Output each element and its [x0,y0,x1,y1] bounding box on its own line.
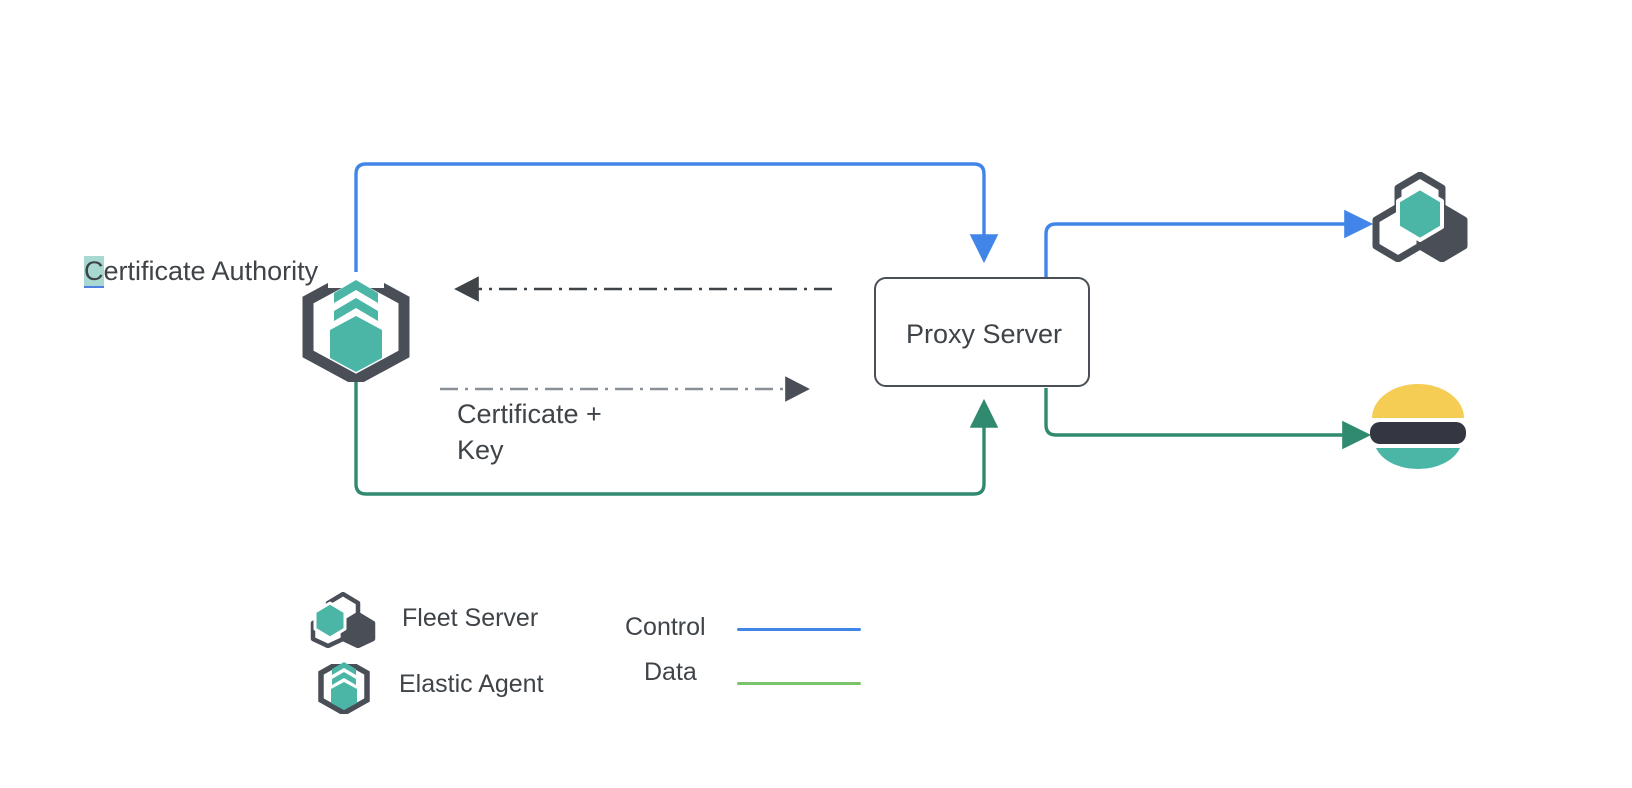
certificate-authority-label-rest: ertificate Authority [103,256,319,286]
elastic-agent-icon [300,266,412,387]
edge-data-proxy-to-elasticsearch [1044,388,1372,450]
legend-fleet-server-icon [308,591,378,649]
legend-control-line [737,628,861,631]
legend-fleet-server-label: Fleet Server [402,604,539,632]
proxy-server-label: Proxy Server [905,318,1063,349]
legend-elastic-agent-icon [316,655,372,717]
certificate-authority-label: Certificate Authority [84,253,318,289]
legend-data-label: Data [644,658,697,686]
legend-control-label: Control [625,613,706,641]
legend-data-line [737,682,861,685]
edge-control-proxy-to-fleet [1044,209,1374,277]
elasticsearch-icon [1366,384,1470,476]
certificate-key-label: Certificate + Key [457,399,602,465]
legend-elastic-agent-label: Elastic Agent [399,670,544,698]
edge-data-agent-to-proxy [354,378,999,496]
fleet-server-icon [1370,171,1470,263]
edge-control-agent-to-proxy [354,162,999,288]
certificate-authority-label-highlight: C [84,256,104,286]
proxy-server-node[interactable]: Proxy Server [874,277,1090,387]
